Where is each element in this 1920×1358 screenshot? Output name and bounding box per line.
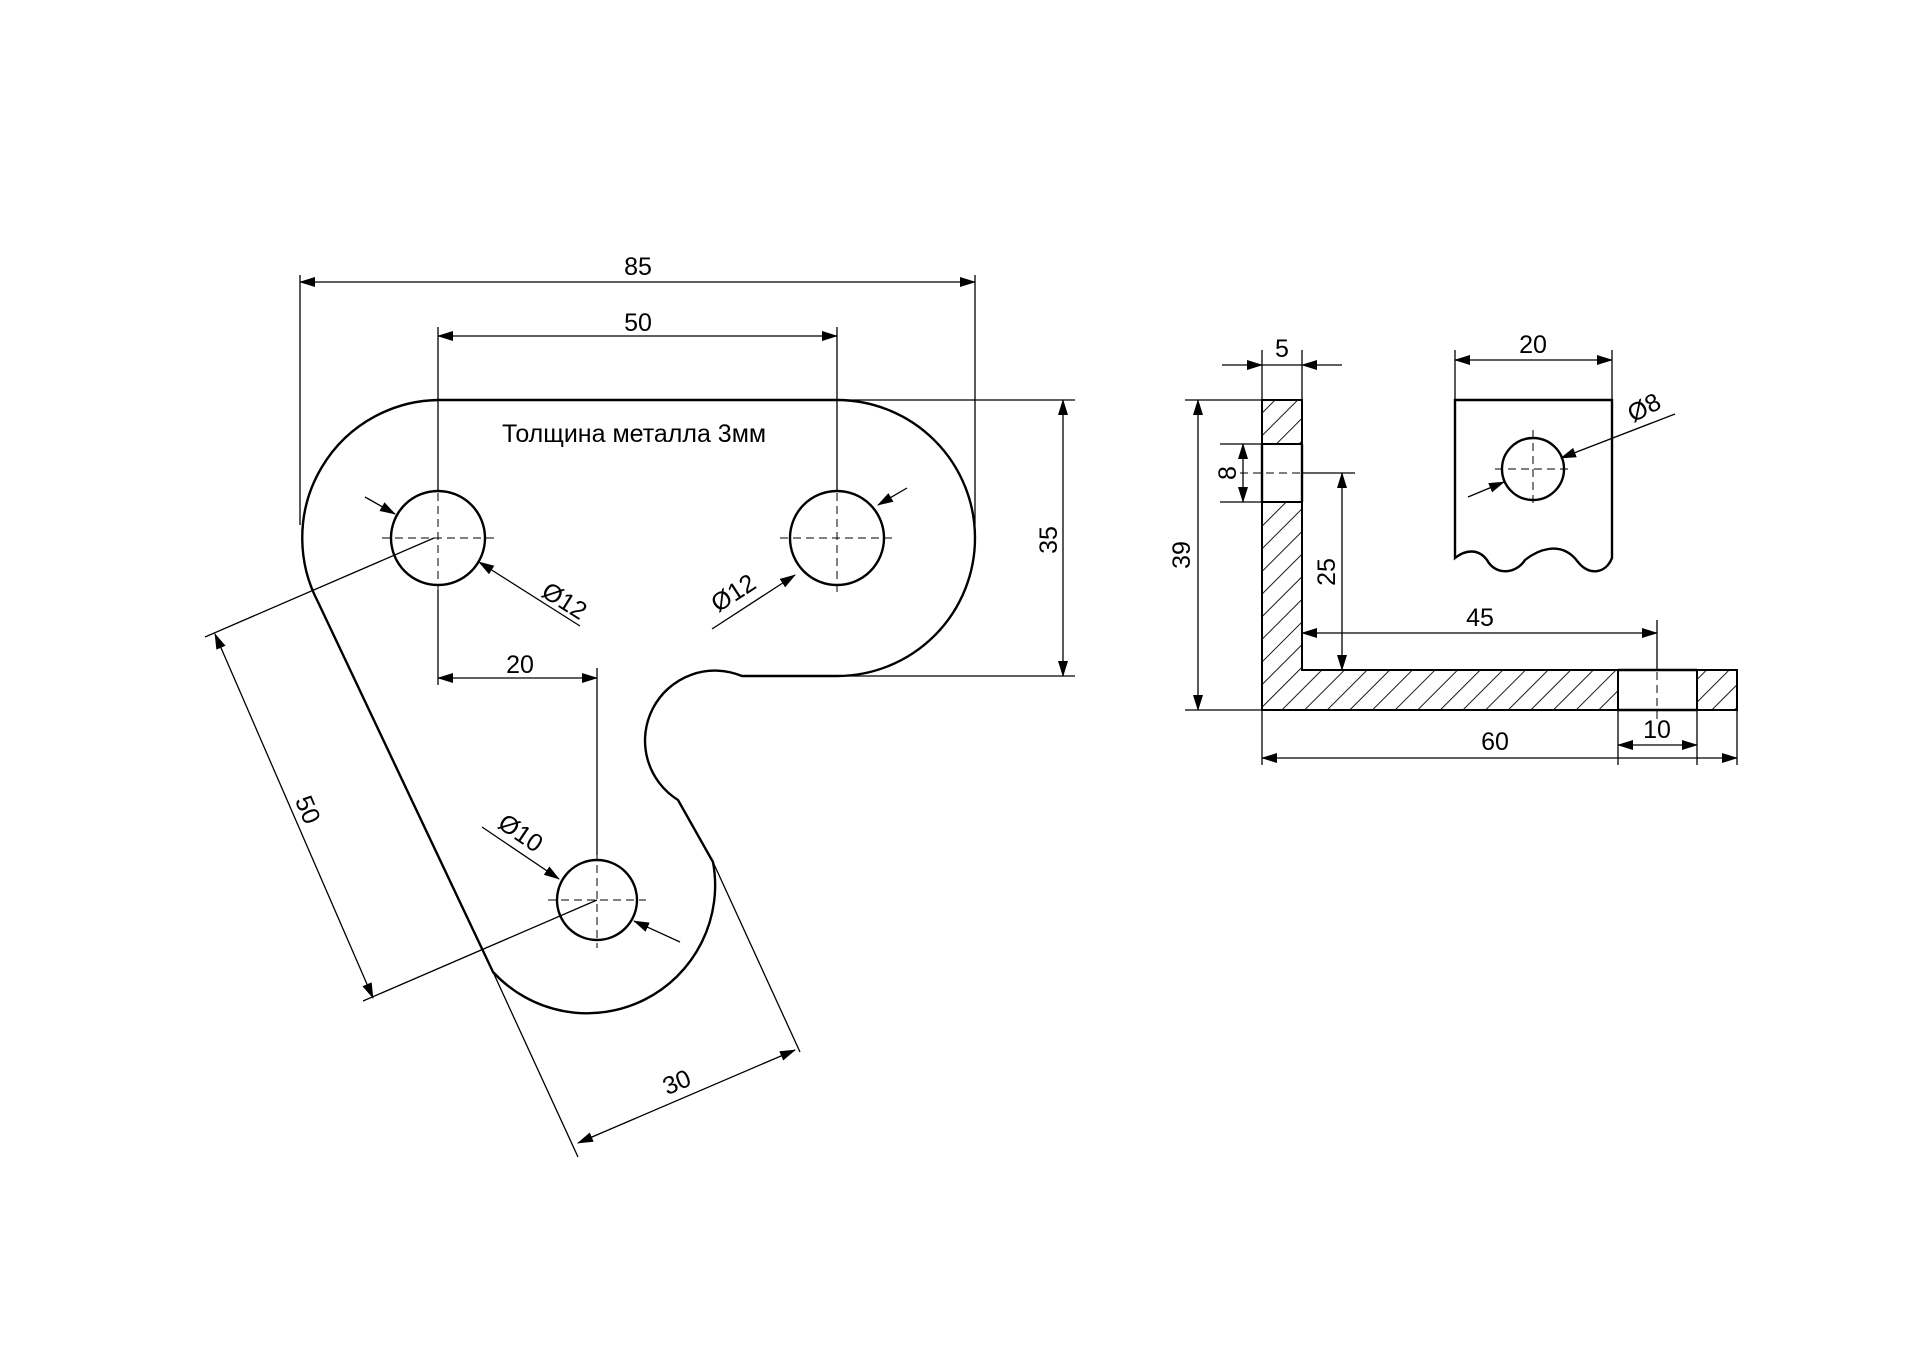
dim-thickness: 5 [1275,335,1289,363]
dim-length: 60 [1481,728,1509,756]
dim-slot: 8 [1214,466,1242,480]
dim-hole-height: 25 [1313,558,1341,586]
part-outline [301,398,977,1015]
note-text: Толщина металла 3мм [502,420,766,448]
dia-lower-hole: Ø10 [493,809,548,859]
centerlines [382,480,894,948]
dim-section-height: 39 [1168,541,1196,569]
dim-overall-width: 85 [624,253,652,281]
dim-hole-spacing: 50 [624,309,652,337]
dimension-lines [214,277,1068,1144]
dim-detail-width: 20 [1519,331,1547,359]
detail-view: 20 Ø8 [1453,331,1676,573]
dim-tab: 10 [1643,716,1671,744]
extension-lines [204,275,1075,1158]
section-tab [1696,669,1738,711]
plan-view: Толщина металла 3мм 85 50 35 20 50 30 Ø1… [204,253,1075,1158]
section-dimension-lines [1193,360,1738,763]
section-vertical-top [1261,399,1303,445]
dim-lower-offset: 20 [506,651,534,679]
dia-left-hole: Ø12 [537,577,592,626]
section-view: 5 39 8 25 45 60 10 [1168,335,1738,765]
dia-right-hole: Ø12 [706,569,761,618]
dim-height: 35 [1035,526,1063,554]
section-l-body [1261,501,1619,711]
detail-outline [1453,398,1614,573]
dia-detail-hole: Ø8 [1623,388,1666,428]
dim-hole-distance: 45 [1466,604,1494,632]
dim-slant-length: 50 [289,792,326,829]
